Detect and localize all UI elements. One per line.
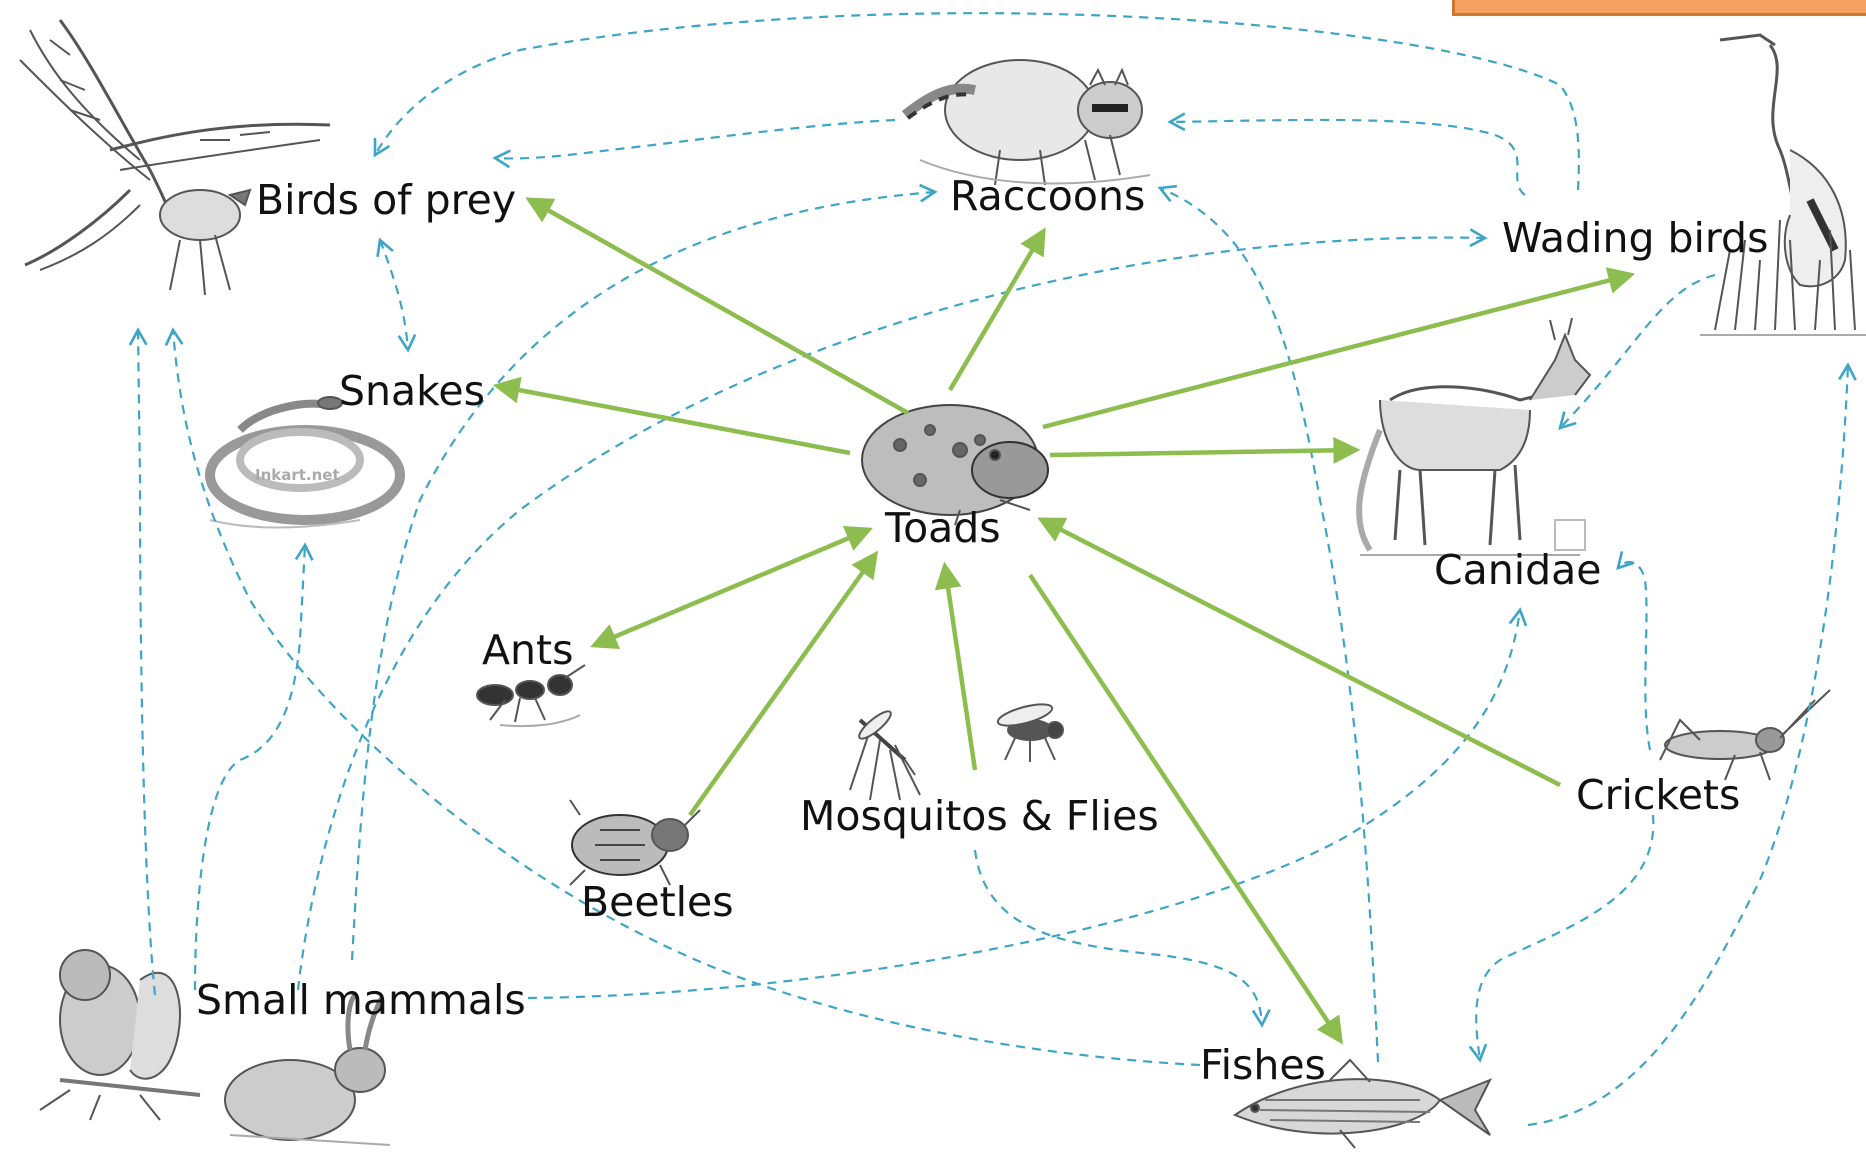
squirrel-illustration	[40, 950, 200, 1120]
dashed-link-small-mammals-to-wading-birds	[298, 238, 1485, 990]
label-snakes: Snakes	[339, 371, 485, 412]
dashed-link-small-mammals-to-snakes	[195, 545, 305, 990]
dashed-link-small-mammals-to-birds-of-prey	[138, 330, 155, 995]
dashed-link-crickets-to-fishes	[1476, 815, 1653, 1060]
label-mosquitos-flies: Mosquitos & Flies	[800, 796, 1159, 837]
mosquito-illustration	[850, 708, 920, 800]
label-raccoons: Raccoons	[950, 176, 1145, 217]
label-beetles: Beetles	[581, 882, 734, 923]
dashed-link-birds-of-prey-snakes	[380, 240, 408, 350]
label-crickets: Crickets	[1576, 775, 1740, 816]
ant-illustration	[477, 665, 585, 726]
dashed-link-fishes-to-birds-of-prey	[173, 330, 1200, 1065]
solid-arrow-toads-ants	[595, 530, 868, 645]
hawk-illustration	[20, 20, 330, 295]
dashed-link-wading-birds-to-raccoons	[1170, 120, 1525, 195]
dashed-link-mosquitos-to-fishes	[975, 850, 1262, 1025]
fly-illustration	[996, 700, 1063, 762]
solid-arrow-toads-to-wading-birds	[1043, 275, 1630, 427]
label-ants: Ants	[482, 630, 573, 671]
label-toads: Toads	[885, 508, 1001, 549]
dashed-link-crickets-to-canidae	[1618, 562, 1650, 750]
label-small-mammals: Small mammals	[196, 980, 526, 1021]
solid-arrow-toads-to-snakes	[498, 386, 850, 453]
label-wading-birds: Wading birds	[1502, 218, 1768, 259]
beetle-illustration	[570, 800, 700, 885]
snake-illustration	[210, 397, 400, 528]
solid-arrow-mosquitos-to-toads	[945, 567, 975, 770]
solid-arrow-toads-to-raccoons	[950, 232, 1043, 390]
label-canidae: Canidae	[1434, 550, 1602, 591]
heron-illustration	[1700, 35, 1866, 335]
dashed-link-wading-birds-to-canidae	[1560, 275, 1715, 428]
dashed-link-raccoons-to-birds-of-prey	[495, 120, 895, 158]
solid-arrow-toads-to-canidae	[1050, 450, 1355, 455]
label-fishes: Fishes	[1200, 1045, 1326, 1086]
solid-arrow-toads-to-birds-of-prey	[530, 200, 908, 413]
fox-illustration	[1359, 318, 1590, 555]
watermark-text: Inkart.net	[255, 466, 340, 484]
raccoon-illustration	[905, 60, 1150, 185]
label-birds-of-prey: Birds of prey	[256, 180, 516, 221]
